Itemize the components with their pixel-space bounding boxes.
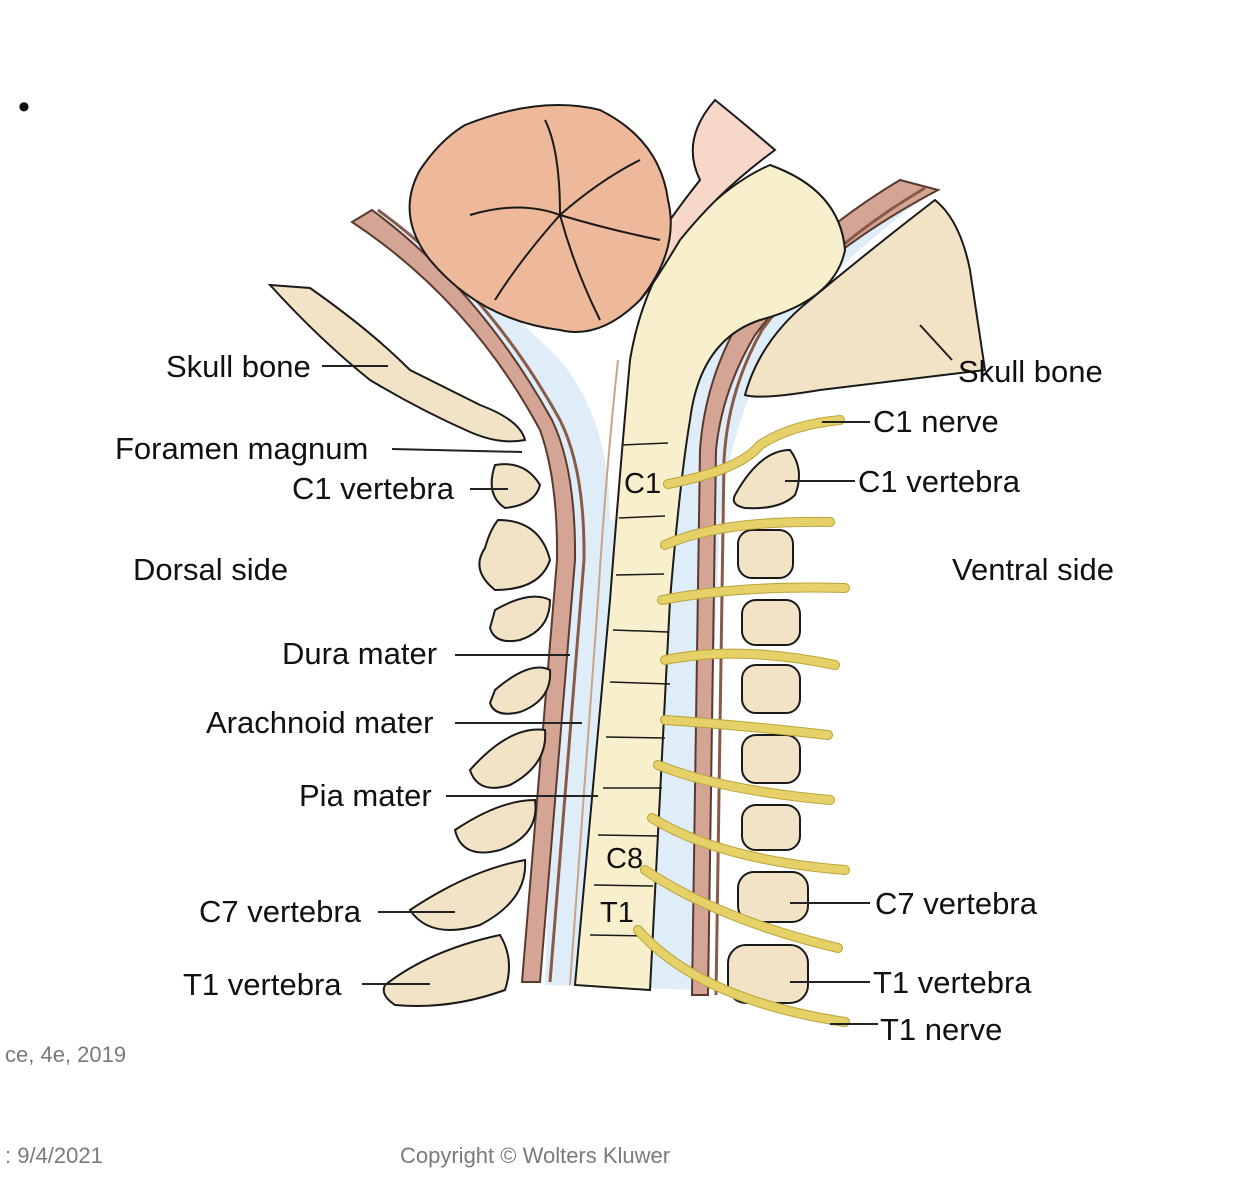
label-c7-vertebra-left: C7 vertebra bbox=[199, 894, 362, 929]
label-dorsal-side: Dorsal side bbox=[133, 552, 288, 587]
skull-bone-dorsal-shape bbox=[267, 283, 527, 443]
t1-vertebra-dorsal-shape bbox=[382, 933, 510, 1007]
leader-lines bbox=[322, 324, 953, 1025]
label-dura-mater: Dura mater bbox=[282, 636, 437, 671]
footer-copyright: Copyright © Wolters Kluwer bbox=[400, 1143, 670, 1168]
label-c1-nerve: C1 nerve bbox=[873, 404, 999, 439]
label-t1-vertebra-right: T1 vertebra bbox=[873, 965, 1032, 1000]
label-pia-mater: Pia mater bbox=[299, 778, 432, 813]
label-skull-bone-left: Skull bone bbox=[166, 349, 311, 384]
segment-label-c8: C8 bbox=[606, 843, 643, 875]
footer-date: : 9/4/2021 bbox=[5, 1143, 103, 1168]
label-ventral-side: Ventral side bbox=[952, 552, 1114, 587]
label-skull-bone-right: Skull bone bbox=[958, 354, 1103, 389]
label-c7-vertebra-right: C7 vertebra bbox=[875, 886, 1038, 921]
label-c1-vertebra-left: C1 vertebra bbox=[292, 471, 455, 506]
c1-vertebra-ventral-shape bbox=[732, 448, 800, 510]
cerebellum bbox=[408, 104, 672, 333]
footer-source: ce, 4e, 2019 bbox=[5, 1042, 126, 1067]
dura-mater-dorsal bbox=[350, 208, 577, 983]
segment-label-t1: T1 bbox=[600, 897, 634, 929]
skull-bone-ventral-shape bbox=[743, 198, 987, 398]
cerebellum-folia bbox=[469, 119, 661, 321]
t1-nerve-root bbox=[634, 926, 849, 1026]
label-foramen-magnum: Foramen magnum bbox=[115, 431, 368, 466]
spinal-nerves bbox=[633, 415, 850, 1027]
bullet-mark: • bbox=[18, 88, 30, 126]
cord-segments bbox=[589, 442, 671, 937]
label-t1-vertebra-left: T1 vertebra bbox=[183, 967, 342, 1002]
segment-label-c1: C1 bbox=[624, 468, 661, 500]
label-arachnoid-mater: Arachnoid mater bbox=[206, 705, 433, 740]
label-c1-vertebra-right: C1 vertebra bbox=[858, 464, 1021, 499]
label-t1-nerve: T1 nerve bbox=[880, 1012, 1002, 1047]
pia-mater-line bbox=[569, 359, 619, 986]
ventral-vertebrae bbox=[727, 448, 809, 1004]
c7-vertebra-dorsal-shape bbox=[408, 858, 527, 931]
c1-vertebra-dorsal-shape bbox=[490, 463, 542, 510]
c1-nerve-root bbox=[664, 416, 844, 488]
arachnoid-mater-ventral bbox=[714, 186, 926, 996]
c7-vertebra-ventral-shape bbox=[737, 871, 809, 923]
